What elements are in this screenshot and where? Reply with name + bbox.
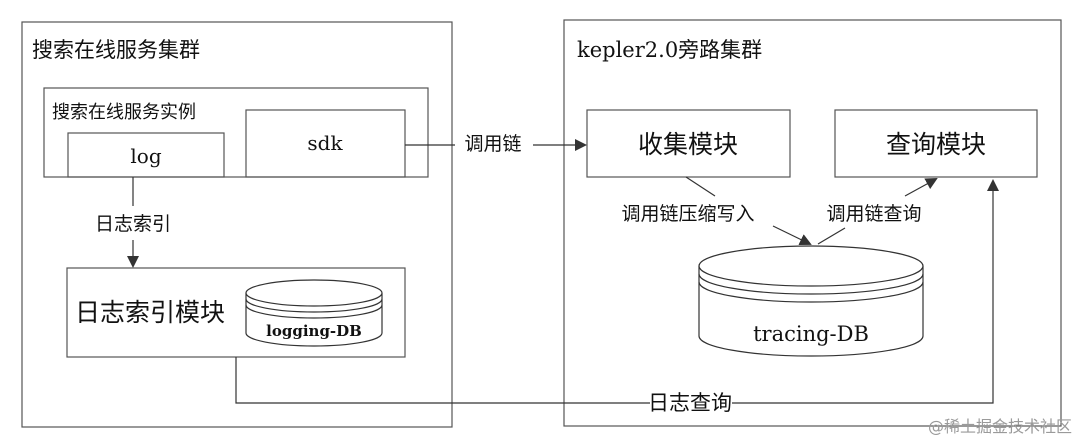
write-edge-label: 调用链压缩写入 bbox=[621, 203, 754, 225]
log-label: log bbox=[130, 144, 161, 168]
tracing-db-label: tracing-DB bbox=[753, 322, 869, 346]
write-edge-upper bbox=[685, 176, 716, 197]
left-cluster: 搜索在线服务集群 搜索在线服务实例 log sdk 日志索引 日志索引模块 lo… bbox=[21, 21, 453, 428]
watermark: @稀土掘金技术社区 bbox=[928, 417, 1072, 436]
log-query-edge: 日志查询 bbox=[235, 179, 999, 415]
service-instance-box bbox=[43, 87, 429, 178]
log-index-module-title: 日志索引模块 bbox=[75, 298, 225, 327]
write-edge-arrow bbox=[772, 225, 812, 246]
right-cluster: kepler2.0旁路集群 收集模块 查询模块 调用链压缩写入 调用链查询 tr… bbox=[563, 19, 1062, 427]
query-module-label: 查询模块 bbox=[886, 130, 986, 159]
collect-module-box bbox=[586, 109, 791, 178]
tracing-db-cylinder: tracing-DB bbox=[698, 245, 924, 357]
right-cluster-title: kepler2.0旁路集群 bbox=[577, 38, 762, 62]
call-chain-label: 调用链 bbox=[464, 133, 521, 155]
log-query-label: 日志查询 bbox=[648, 391, 732, 415]
log-box bbox=[67, 132, 225, 178]
query-edge-lower bbox=[817, 227, 846, 245]
logging-db-label: logging-DB bbox=[266, 322, 362, 340]
log-query-line-left bbox=[235, 357, 650, 404]
sdk-label: sdk bbox=[307, 131, 343, 155]
query-module-box bbox=[834, 109, 1038, 178]
left-cluster-title: 搜索在线服务集群 bbox=[32, 38, 200, 62]
sdk-box bbox=[245, 109, 406, 178]
service-instance-title: 搜索在线服务实例 bbox=[52, 102, 196, 123]
logging-db-cylinder: logging-DB bbox=[245, 279, 383, 347]
log-query-line-right bbox=[732, 179, 999, 404]
left-cluster-box bbox=[21, 21, 453, 428]
right-cluster-box bbox=[563, 19, 1062, 427]
collect-module-label: 收集模块 bbox=[638, 130, 738, 159]
query-edge-arrow bbox=[904, 178, 938, 197]
log-index-edge-label: 日志索引 bbox=[95, 213, 171, 235]
call-chain-edge: 调用链 bbox=[405, 133, 587, 155]
query-edge-label: 调用链查询 bbox=[826, 203, 921, 225]
